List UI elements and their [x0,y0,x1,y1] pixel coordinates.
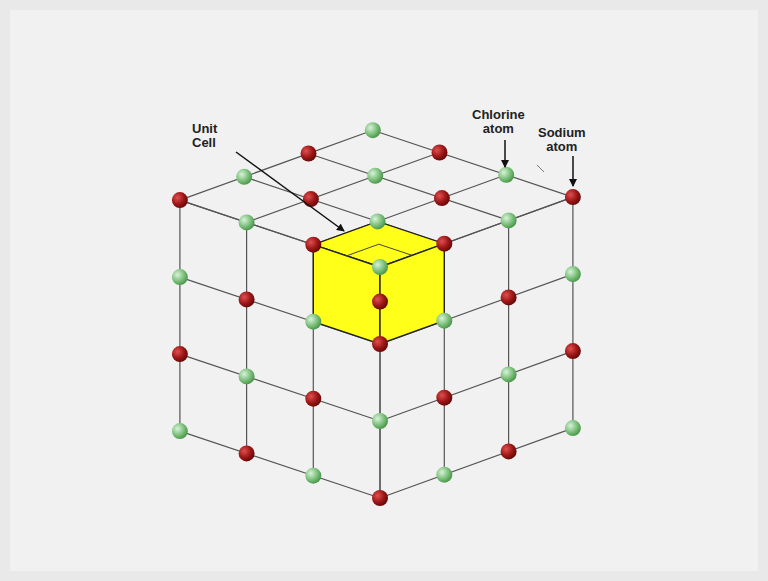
sodium-atom [301,146,317,162]
chlorine-atom [236,169,252,185]
sodium-atom [432,145,448,161]
leader-line [572,156,574,186]
sodium-atom [501,443,517,459]
unit-cell-line [379,244,412,255]
chlorine-atom [501,366,517,382]
sodium-atom [303,191,319,207]
chlorine-atom [365,122,381,138]
chlorine-atom [239,214,255,230]
callout-label: Unit Cell [192,122,217,150]
chlorine-atom [498,167,514,183]
chlorine-atom [367,168,383,184]
chlorine-atom [239,368,255,384]
sodium-atom [434,190,450,206]
lattice-line [373,130,573,197]
chlorine-atom [372,259,388,275]
chlorine-atom [172,269,188,285]
leader-line [504,140,506,167]
sodium-atom [172,192,188,208]
callout-label: Sodium atom [538,126,586,154]
lattice-line [180,431,380,498]
sodium-atom [501,289,517,305]
lattice-line [179,200,180,431]
sodium-atom [239,291,255,307]
unit-cell-face [313,245,380,344]
tick-mark [537,165,544,172]
sodium-atom [372,490,388,506]
sodium-atom [565,189,581,205]
lattice-line [380,351,573,421]
lattice-line [572,197,573,428]
sodium-atom [436,390,452,406]
chlorine-atom [305,468,321,484]
lattice-line [380,428,573,498]
chlorine-atom [501,212,517,228]
sodium-atom [565,343,581,359]
sodium-atom [372,336,388,352]
sodium-atom [239,445,255,461]
chlorine-atom [565,266,581,282]
chlorine-atom [436,313,452,329]
chlorine-atom [370,213,386,229]
lattice-line [180,354,380,421]
chlorine-atom [436,467,452,483]
callout-label: Chlorine atom [472,108,525,136]
sodium-atom [436,236,452,252]
lattice-line [247,153,440,223]
unit-cell-face [380,244,444,344]
chlorine-atom [305,314,321,330]
lattice-line [508,220,509,451]
sodium-atom [372,294,388,310]
sodium-atom [305,237,321,253]
unit-cell-line [347,244,379,256]
leader-line [236,152,344,231]
chlorine-atom [565,420,581,436]
chlorine-atom [372,413,388,429]
lattice-line [246,222,247,453]
chlorine-atom [172,423,188,439]
sodium-atom [305,391,321,407]
sodium-atom [172,346,188,362]
